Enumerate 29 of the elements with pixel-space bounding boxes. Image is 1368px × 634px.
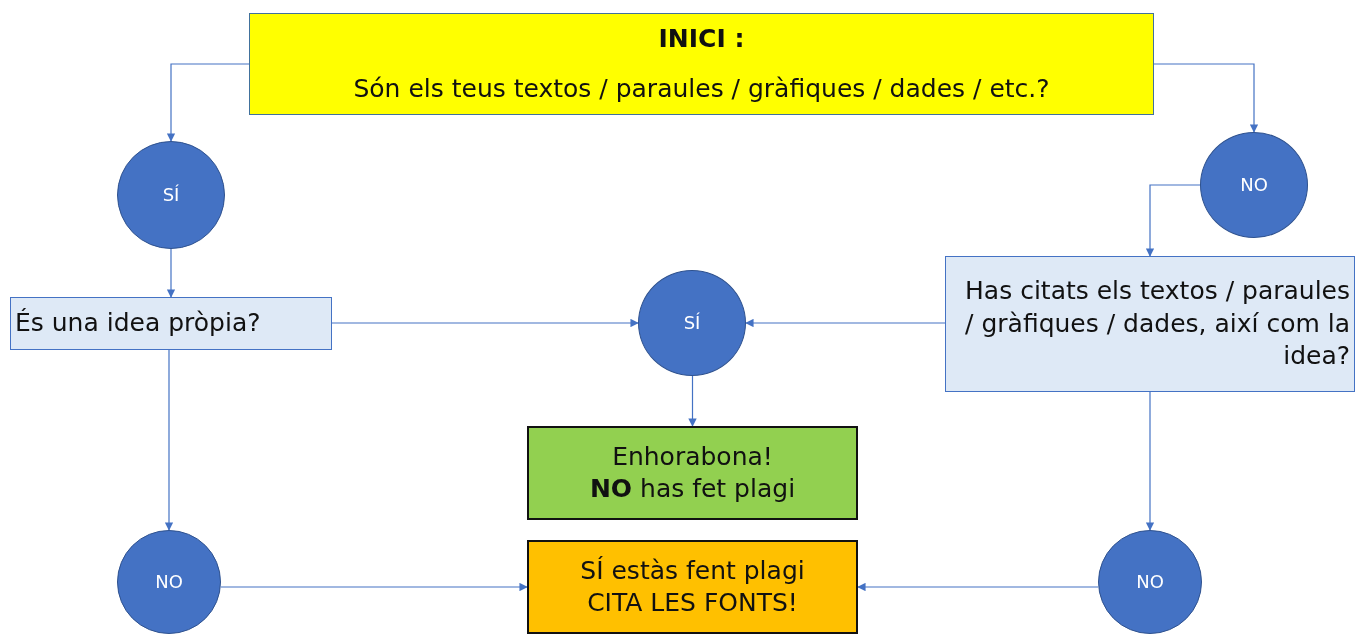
node-text: CITA LES FONTS! (587, 587, 798, 619)
arrow (220, 582, 528, 592)
arrow (1145, 184, 1201, 257)
node-text: SÍ estàs fent plagi (580, 554, 805, 587)
node-text: INICI : (658, 22, 745, 55)
node-text: Enhorabona! (612, 440, 773, 473)
arrow (166, 63, 250, 142)
answer-label: NO (1136, 570, 1164, 594)
arrow (745, 318, 946, 328)
node-text: Són els teus textos / paraules / gràfiques / dades / etc.? (353, 72, 1050, 105)
start-box (249, 13, 1154, 115)
node-text: Has citats els textos / paraules / gràfiques / dades, així com la idea? (964, 275, 1351, 373)
result-box (527, 426, 858, 520)
arrow (688, 375, 697, 427)
answer-label: SÍ (683, 311, 701, 335)
answer-label: NO (155, 570, 183, 594)
arrow (331, 318, 639, 328)
question-box (945, 256, 1355, 392)
node-text: NO has fet plagi (589, 473, 796, 505)
arrow (857, 582, 1099, 592)
answer-label: NO (1240, 173, 1268, 197)
node-text: És una idea pròpia? (14, 307, 262, 340)
question-box (10, 297, 332, 350)
answer-label: SÍ (162, 183, 180, 207)
arrow (1145, 391, 1155, 531)
arrow (164, 349, 174, 531)
arrow (166, 248, 176, 298)
arrow (1153, 63, 1259, 133)
result-box (527, 540, 858, 634)
